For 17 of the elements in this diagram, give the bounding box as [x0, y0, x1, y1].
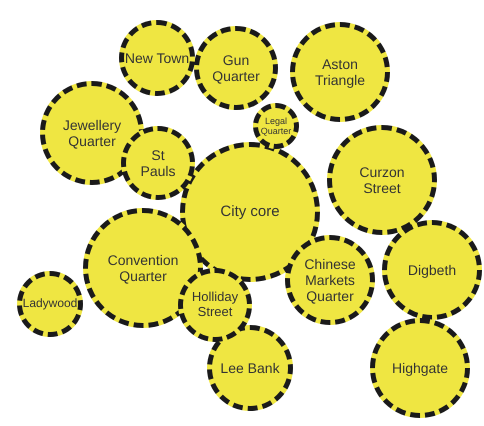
- area-label: Ladywood: [22, 297, 78, 311]
- area-label: Chinese Markets Quarter: [303, 256, 357, 304]
- area-label: Holliday Street: [190, 290, 240, 320]
- area-circle: [253, 103, 299, 149]
- area-label: Jewellery Quarter: [62, 116, 122, 150]
- area-label: Lee Bank: [220, 360, 280, 376]
- area-label: Highgate: [392, 360, 448, 376]
- area-label: Convention Quarter: [106, 252, 180, 284]
- area-label: St Pauls: [139, 146, 177, 180]
- area-label: New Town: [124, 50, 190, 66]
- area-circle: [119, 20, 195, 96]
- area-label: Gun Quarter: [211, 52, 261, 84]
- area-label: Legal Quarter: [260, 116, 292, 136]
- area-label: Curzon Street: [358, 164, 406, 196]
- area-label: Aston Triangle: [314, 56, 366, 88]
- area-label: City core: [220, 203, 280, 221]
- area-label: Digbeth: [408, 262, 456, 278]
